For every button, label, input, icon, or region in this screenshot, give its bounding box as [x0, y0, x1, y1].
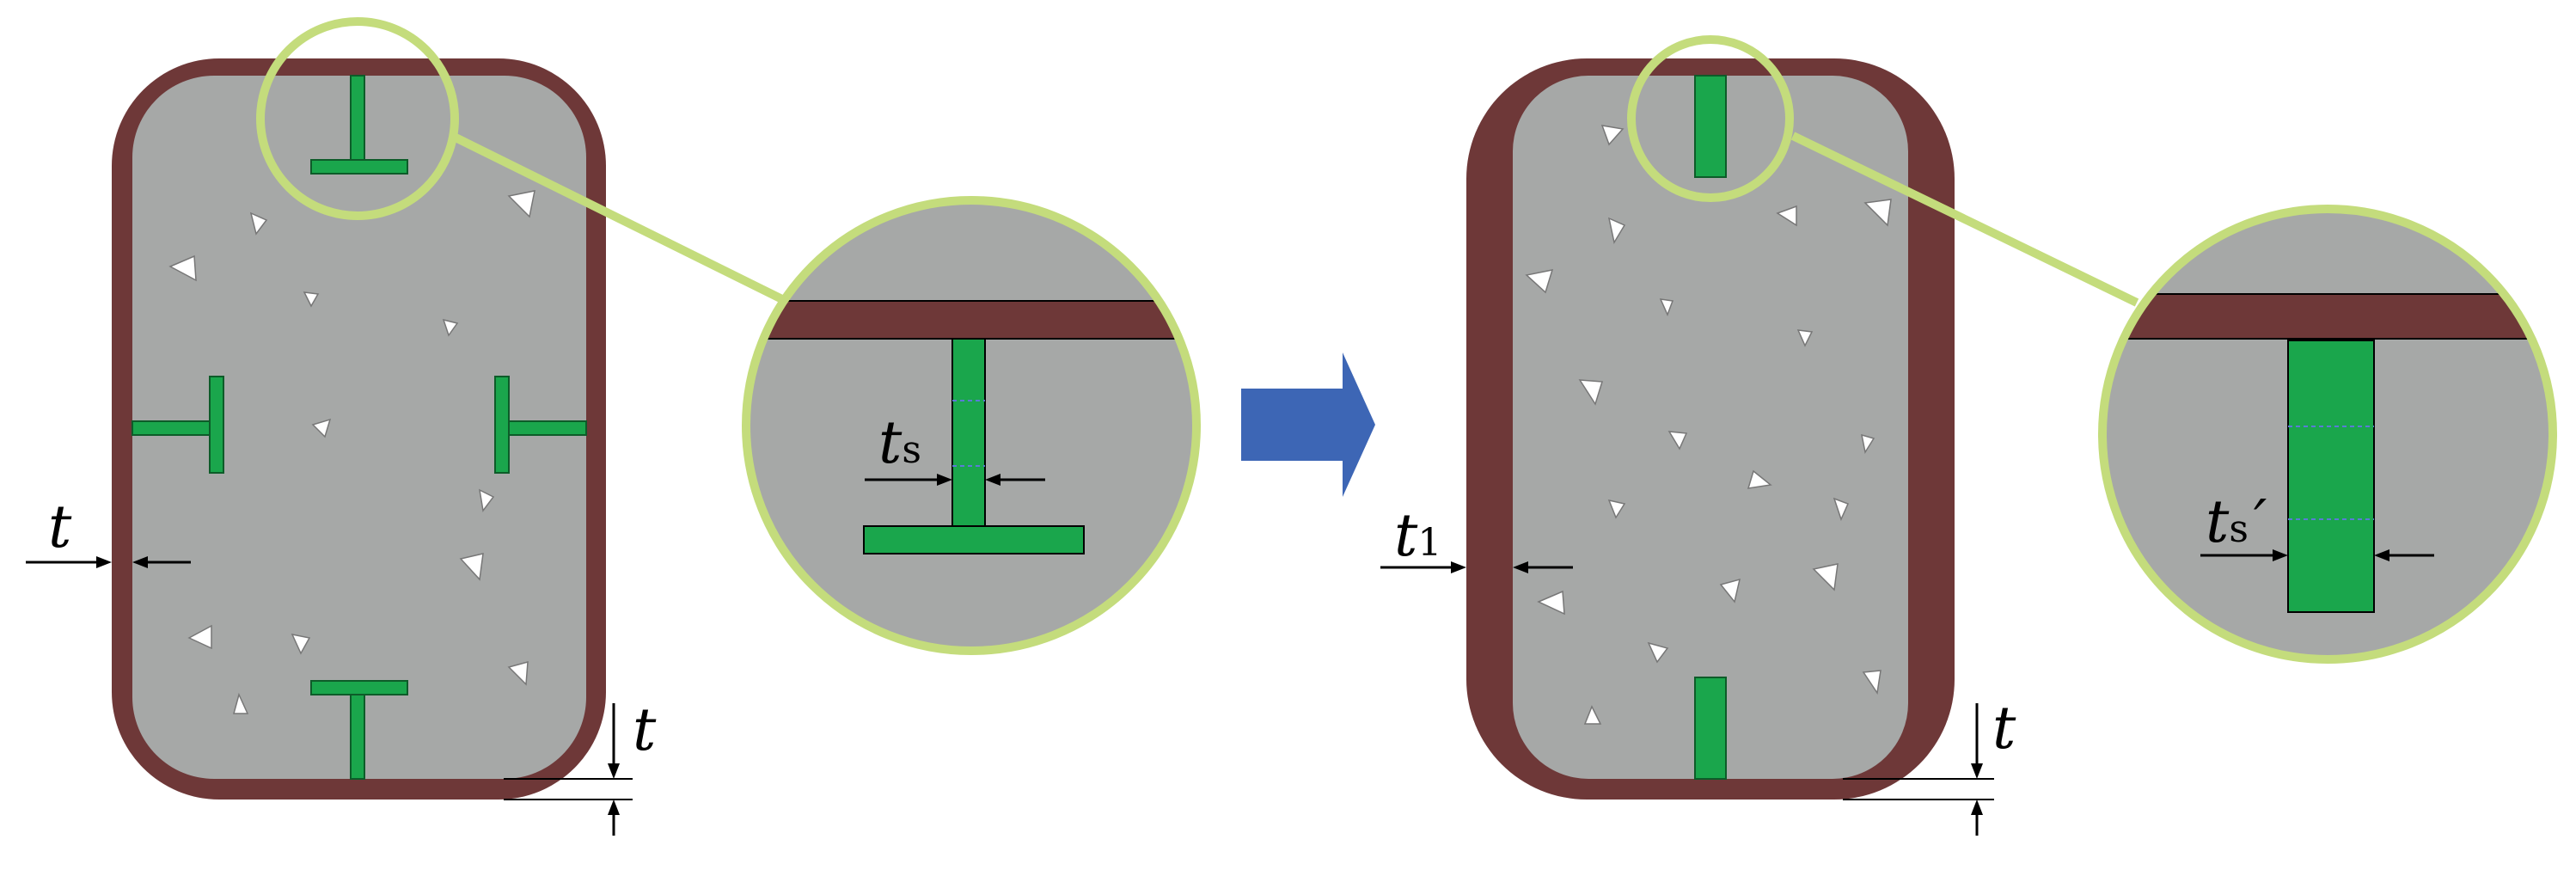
left-wall-thickness-label: t [48, 493, 72, 561]
left-zoom-stiffener-web [951, 338, 986, 529]
left-magnifier-large [742, 196, 1201, 655]
right-magnifier-leader [1790, 132, 2139, 307]
right-zoom-steel-wall [2102, 293, 2553, 340]
left-bottom-thickness-label: t [633, 696, 657, 764]
right-stiffener-thickness-label: ts′ [2206, 488, 2267, 556]
left-zoom-stiffener-flange [863, 525, 1085, 554]
right-aggregates [1525, 125, 1892, 725]
left-magnifier-small [256, 17, 459, 220]
right-bottom-dimension: t [1843, 695, 2016, 836]
left-stiffener-bottom [310, 680, 408, 780]
left-concrete-core [132, 76, 586, 779]
left-stiffener-top [310, 75, 408, 175]
left-magnifier-leader [453, 133, 797, 309]
left-stiffener-left [132, 376, 224, 474]
right-wall-dimension: t1 [1380, 502, 1573, 573]
left-zoom-detail: ts [742, 196, 1201, 655]
left-wall-dimension: t [26, 493, 191, 568]
right-zoom-stiffener-plate [2287, 340, 2375, 613]
left-section: t t [26, 17, 1201, 836]
right-stiffener-top [1694, 75, 1727, 178]
right-wall-thickness-label: t1 [1394, 502, 1441, 570]
right-section: t1 t [1380, 35, 2557, 836]
right-zoom-detail: ts′ [2098, 205, 2557, 664]
right-bottom-thickness-label: t [1992, 695, 2016, 763]
right-magnifier-small [1627, 35, 1794, 202]
right-stiffener-bottom [1694, 677, 1727, 780]
right-concrete-core [1513, 76, 1908, 779]
right-arrow-icon [1241, 352, 1375, 497]
left-zoom-steel-wall [746, 300, 1196, 340]
left-stiffener-thickness-label: ts [878, 409, 921, 477]
left-bottom-dimension: t [504, 696, 657, 836]
left-aggregates [168, 190, 535, 714]
left-stiffener-right [494, 376, 587, 474]
right-magnifier-large [2098, 205, 2557, 664]
